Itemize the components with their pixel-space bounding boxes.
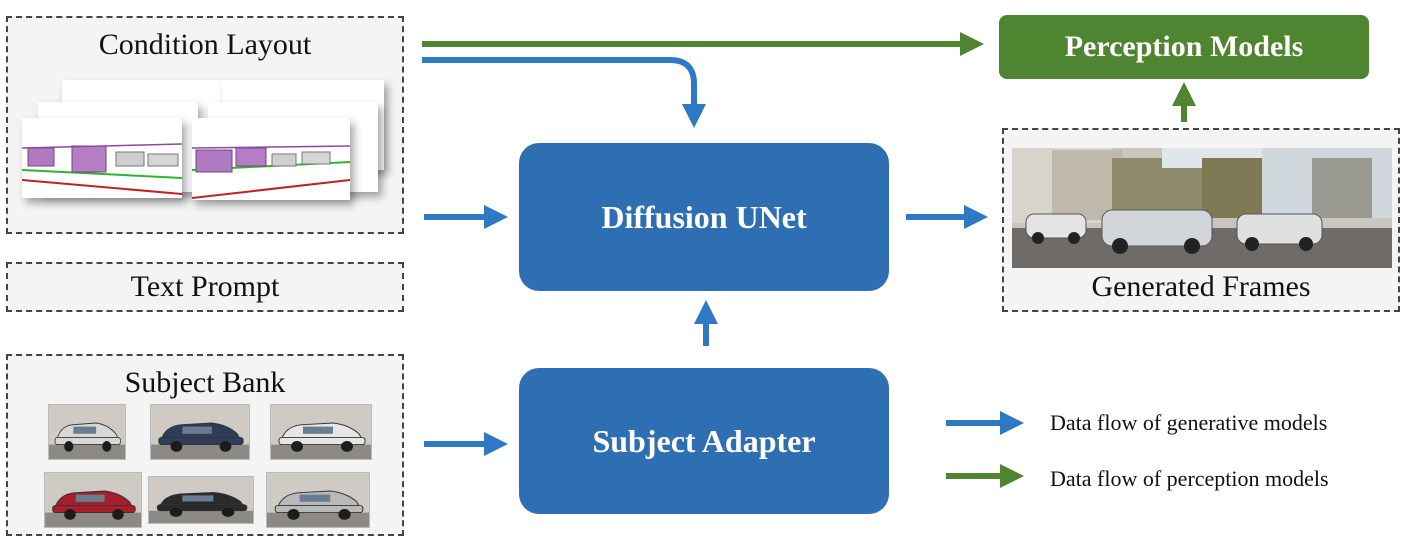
text-prompt-box: Text Prompt	[6, 262, 404, 312]
perception-models-block: Perception Models	[999, 15, 1369, 79]
diffusion-unet-block: Diffusion UNet	[519, 143, 889, 291]
generated-frames-image	[1012, 148, 1392, 268]
layout-sheet-front-left	[21, 118, 183, 198]
subject-car-white-sedan-front	[48, 404, 126, 460]
layout-wireframe-left	[21, 143, 183, 195]
subject-car-black-coupe	[148, 476, 254, 524]
subject-adapter-block: Subject Adapter	[519, 368, 889, 514]
generated-frames-box: Generated Frames	[1002, 128, 1400, 312]
subject-bank-label: Subject Bank	[124, 366, 286, 399]
condition-layout-box: Condition Layout	[6, 16, 404, 234]
generated-frames-label: Generated Frames	[1091, 270, 1311, 303]
layout-sheet-front-right	[191, 118, 351, 200]
subject-car-red-suv	[44, 472, 142, 528]
subject-bank-box: Subject Bank	[6, 354, 404, 536]
condition-layout-label: Condition Layout	[98, 28, 312, 61]
layout-to-diffusion-top-arrow	[422, 57, 706, 128]
subject-car-white-hatchback	[270, 404, 372, 460]
legend-perception-label: Data flow of perception models	[1050, 466, 1329, 491]
subject-car-silver-hatchback	[266, 472, 370, 528]
subject-car-dark-blue-sedan	[150, 404, 250, 460]
text-prompt-label: Text Prompt	[130, 270, 280, 303]
legend-generative-label: Data flow of generative models	[1050, 410, 1328, 435]
layout-wireframe-right	[191, 145, 351, 199]
